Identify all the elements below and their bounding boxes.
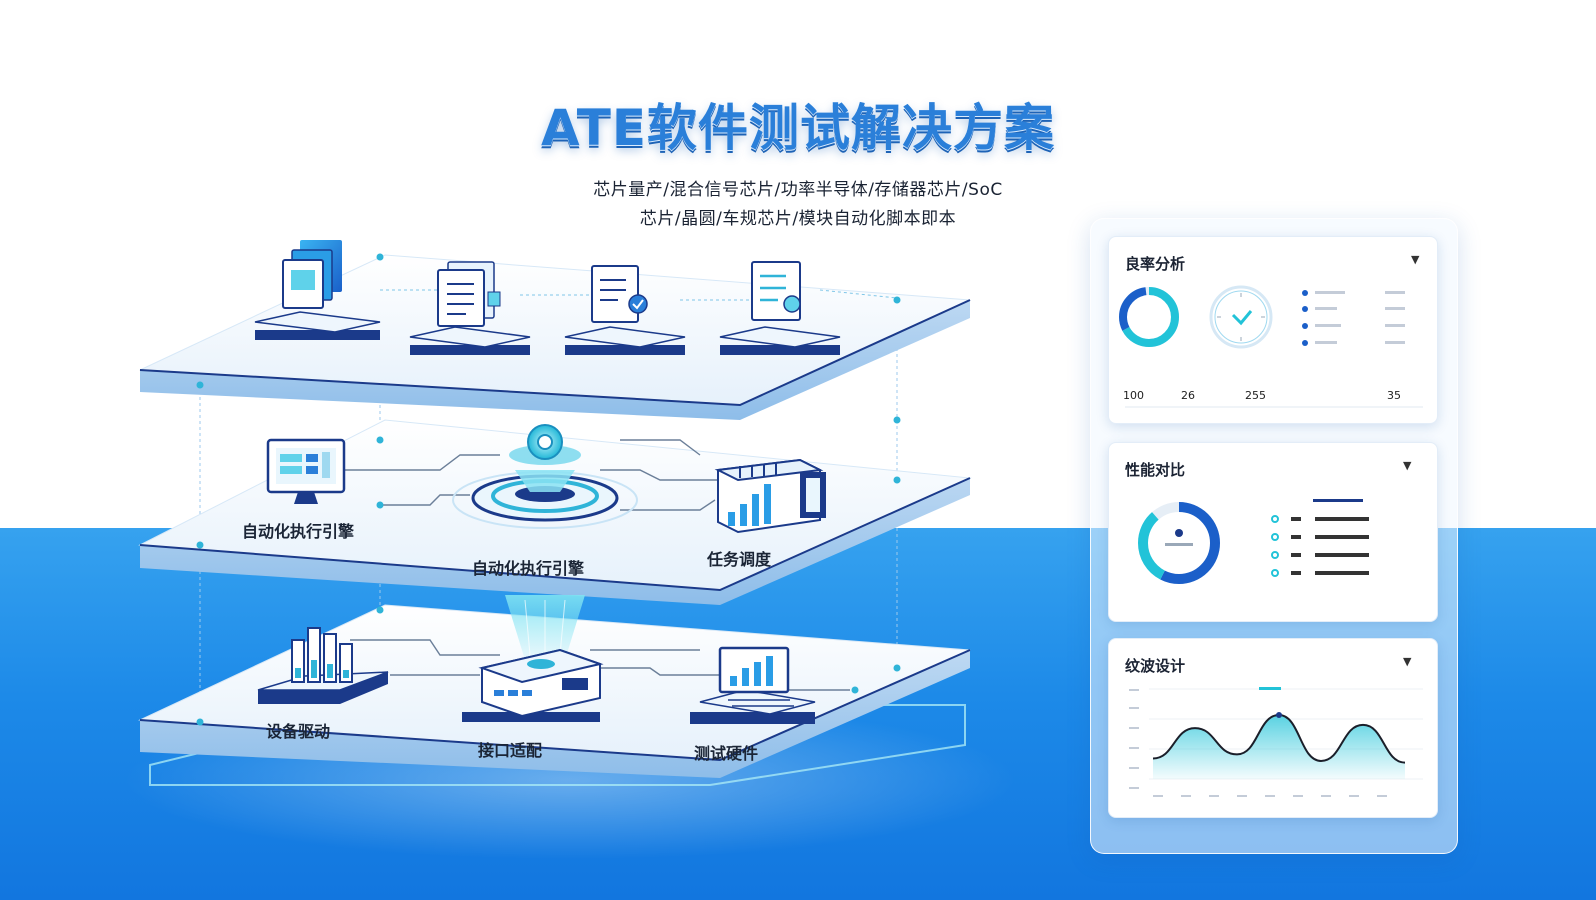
yield-stat-2: 26 bbox=[1181, 389, 1195, 402]
test-hardware-icon bbox=[690, 646, 816, 724]
yield-charts bbox=[1119, 285, 1423, 408]
document-station-1-icon bbox=[254, 240, 381, 340]
performance-chart bbox=[1138, 499, 1369, 584]
waveform-peak-marker bbox=[1276, 712, 1282, 719]
chevron-down-icon[interactable]: ▼ bbox=[1403, 655, 1412, 668]
monitor-icon bbox=[266, 438, 346, 504]
document-station-4-icon bbox=[719, 261, 841, 355]
waveform-chart bbox=[1129, 687, 1423, 797]
yield-stat-3: 255 bbox=[1245, 389, 1266, 402]
page-title: ATE软件测试解决方案 bbox=[540, 99, 1056, 157]
interface-adapter-icon bbox=[462, 648, 604, 722]
subtitle-line-1: 芯片量产/混合信号芯片/功率半导体/存储器芯片/SoC bbox=[593, 180, 1003, 200]
label-task-scheduling: 任务调度 bbox=[707, 550, 772, 569]
chevron-down-icon[interactable]: ▼ bbox=[1403, 459, 1412, 472]
label-test-hardware: 测试硬件 bbox=[694, 744, 759, 763]
label-interface-adapter: 接口适配 bbox=[478, 741, 543, 760]
execution-engine-core-icon bbox=[452, 424, 638, 529]
performance-title: 性能对比 bbox=[1125, 461, 1186, 479]
yield-stat-1: 100 bbox=[1123, 389, 1144, 402]
waveform-title: 纹波设计 bbox=[1125, 657, 1186, 675]
yield-analysis-title: 良率分析 bbox=[1125, 255, 1186, 273]
yield-stat-4: 35 bbox=[1387, 389, 1401, 402]
performance-card: 性能对比 ▼ bbox=[1108, 442, 1438, 622]
architecture-diagram bbox=[138, 240, 972, 786]
device-driver-icon bbox=[257, 627, 389, 704]
connector-nodes bbox=[196, 253, 901, 726]
document-station-2-icon bbox=[409, 261, 531, 355]
server-chart-icon bbox=[714, 458, 826, 534]
document-station-3-icon bbox=[564, 265, 686, 355]
label-automation-engine-left: 自动化执行引擎 bbox=[242, 522, 355, 541]
label-automation-engine-center: 自动化执行引擎 bbox=[472, 559, 585, 578]
label-device-driver: 设备驱动 bbox=[266, 722, 331, 741]
waveform-area bbox=[1153, 715, 1405, 779]
chevron-down-icon[interactable]: ▼ bbox=[1411, 253, 1420, 266]
subtitle-line-2: 芯片/晶圆/车规芯片/模块自动化脚本即本 bbox=[639, 209, 957, 229]
waveform-card: 纹波设计 ▼ bbox=[1108, 638, 1438, 818]
yield-analysis-card: 良率分析 ▼ 100 26 255 35 bbox=[1108, 236, 1438, 424]
